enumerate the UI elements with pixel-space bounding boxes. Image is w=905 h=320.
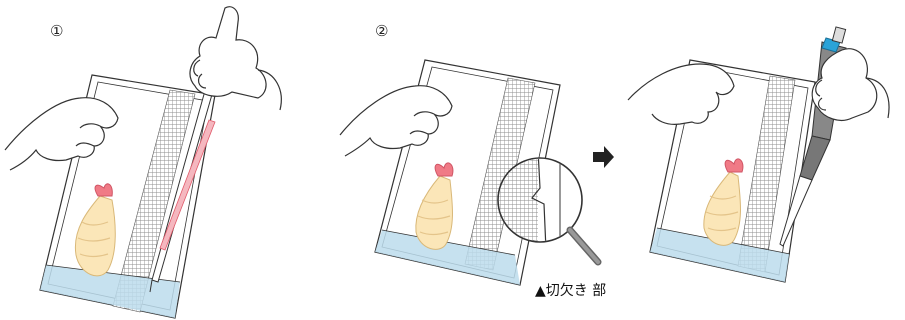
filter-mesh-stripe xyxy=(112,89,196,313)
panel-3-bag-with-micropipette xyxy=(627,26,890,283)
notch-caption: ▲切欠き 部 xyxy=(535,283,607,299)
shrimp-icon-3 xyxy=(703,158,744,246)
hand-holding-micropipette xyxy=(811,48,890,121)
hand-holding-bag-3 xyxy=(627,63,735,125)
step-2-label: ② xyxy=(375,22,389,40)
shrimp-icon-2 xyxy=(415,162,454,250)
liquid xyxy=(40,265,180,318)
liquid-2 xyxy=(375,230,520,285)
hand-holding-bag-2 xyxy=(339,85,453,157)
liquid-3 xyxy=(650,228,790,282)
hand-holding-pipette xyxy=(189,6,282,111)
panel-2-bag-with-notch xyxy=(339,59,602,286)
arrow-right-icon xyxy=(593,146,614,168)
hand-holding-bag xyxy=(4,97,119,171)
shrimp-icon xyxy=(74,183,116,277)
step-1-label: ① xyxy=(50,22,64,40)
panel-1-bag-with-pipette xyxy=(4,6,282,319)
